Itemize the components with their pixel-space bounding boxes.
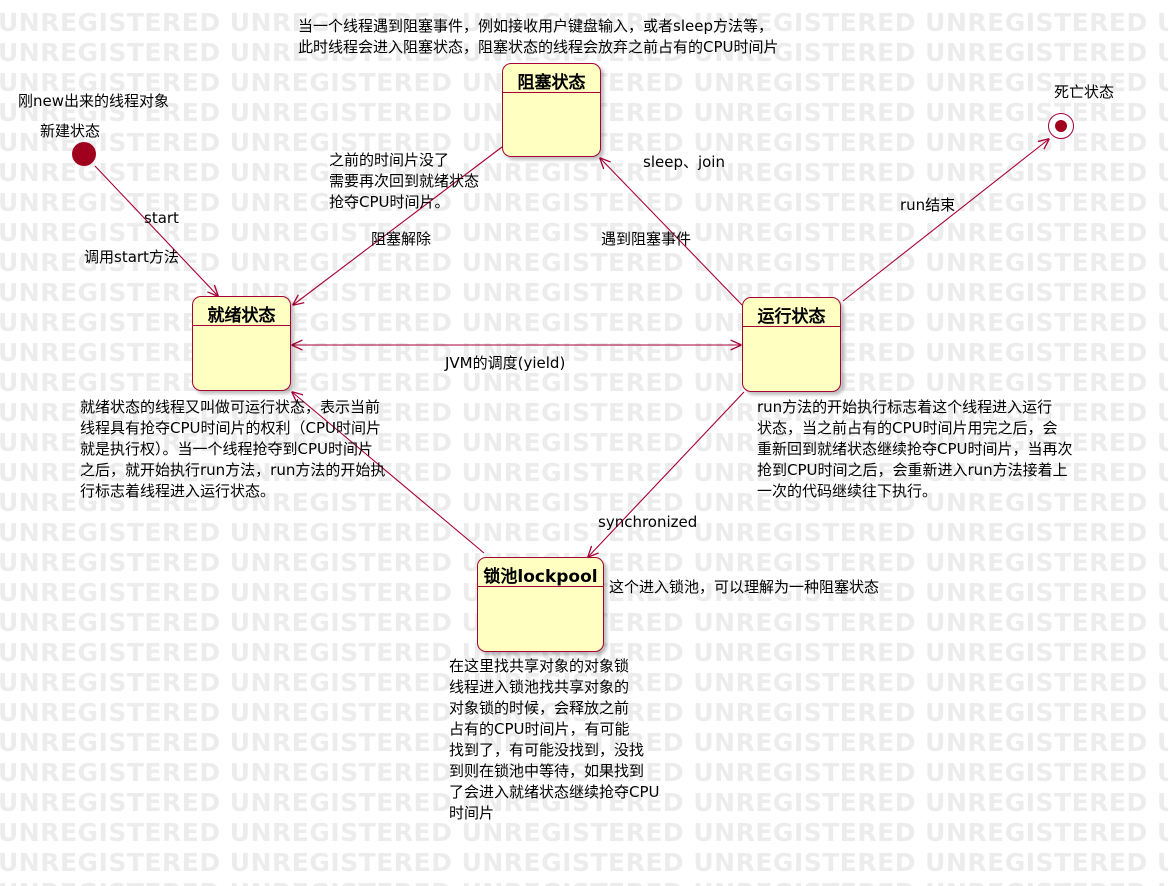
running-note: run方法的开始执行标志着这个线程进入运行 状态，当之前占有的CPU时间片用完之… bbox=[757, 398, 1073, 500]
arrow-running-to-blocked bbox=[600, 158, 743, 306]
top-note: 当一个线程遇到阻塞事件，例如接收用户键盘输入，或者sleep方法等， 此时线程会… bbox=[298, 17, 779, 56]
ready-note: 就绪状态的线程又叫做可运行状态，表示当前 线程具有抢夺CPU时间片的权利（CPU… bbox=[80, 398, 386, 500]
lockpool-side-note: 这个进入锁池，可以理解为一种阻塞状态 bbox=[609, 578, 880, 596]
meet-block-label: 遇到阻塞事件 bbox=[601, 230, 692, 248]
arrow-new-to-ready bbox=[94, 165, 218, 296]
arrow-running-to-lockpool bbox=[588, 391, 745, 557]
ready-state-title: 就绪状态 bbox=[207, 306, 276, 326]
jvm-schedule-label: JVM的调度(yield) bbox=[445, 354, 566, 372]
initial-state-node bbox=[72, 142, 96, 166]
lockpool-note: 在这里找共享对象的对象锁 线程进入锁池找共享对象的 对象锁的时候，会释放之前 占… bbox=[449, 657, 660, 822]
ready-state-divider bbox=[193, 325, 290, 326]
blocked-state[interactable]: 阻塞状态 bbox=[502, 63, 601, 157]
blocked-state-title: 阻塞状态 bbox=[517, 73, 586, 93]
sleep-join-label: sleep、join bbox=[643, 153, 725, 171]
arrow-blocked-to-ready bbox=[293, 146, 503, 305]
lockpool-state[interactable]: 锁池lockpool bbox=[477, 557, 604, 652]
running-state-divider bbox=[743, 326, 840, 327]
initial-note: 刚new出来的线程对象 bbox=[18, 92, 170, 110]
running-state-title: 运行状态 bbox=[757, 307, 826, 327]
initial-state-label: 新建状态 bbox=[40, 122, 101, 140]
final-state-label: 死亡状态 bbox=[1054, 83, 1115, 101]
arrow-running-to-dead bbox=[842, 139, 1049, 302]
synchronized-label: synchronized bbox=[598, 513, 698, 531]
lockpool-state-title: 锁池lockpool bbox=[483, 567, 598, 587]
running-state[interactable]: 运行状态 bbox=[742, 297, 841, 392]
blocked-state-divider bbox=[503, 92, 600, 93]
arrow-lockpool-to-ready bbox=[292, 392, 485, 554]
unblock-label: 阻塞解除 bbox=[371, 230, 432, 248]
lockpool-state-divider bbox=[478, 586, 603, 587]
call-start-label: 调用start方法 bbox=[84, 248, 179, 266]
unblock-note: 之前的时间片没了 需要再次回到就绪状态 抢夺CPU时间片。 bbox=[329, 151, 480, 211]
final-state-dot bbox=[1055, 120, 1067, 132]
final-state-node bbox=[1048, 113, 1074, 139]
ready-state[interactable]: 就绪状态 bbox=[192, 296, 291, 391]
start-label: start bbox=[144, 209, 179, 227]
run-end-label: run结束 bbox=[900, 196, 956, 214]
